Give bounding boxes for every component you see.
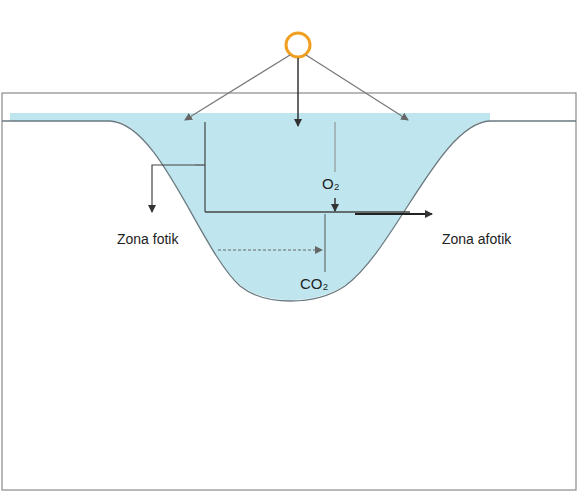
ground-line [2,121,576,301]
gas-label: O₂ [322,176,340,193]
light-ray [185,55,290,120]
leader-line [152,165,195,212]
boundary-line [205,211,410,212]
zone-label: Zona afotik [442,232,511,247]
o2-arrow [334,198,336,211]
depth-line [335,122,336,172]
dashed-line [218,250,322,251]
light-ray [306,55,408,120]
leader-line [355,213,432,215]
bracket [204,122,205,212]
bracket [195,164,205,165]
frame [2,93,576,490]
gas-label: CO₂ [300,276,328,293]
sun [286,33,310,57]
water [10,120,490,300]
light-ray [297,58,299,126]
water-surface [10,113,490,121]
depth-line [325,214,326,272]
zone-label: Zona fotik [117,232,178,247]
